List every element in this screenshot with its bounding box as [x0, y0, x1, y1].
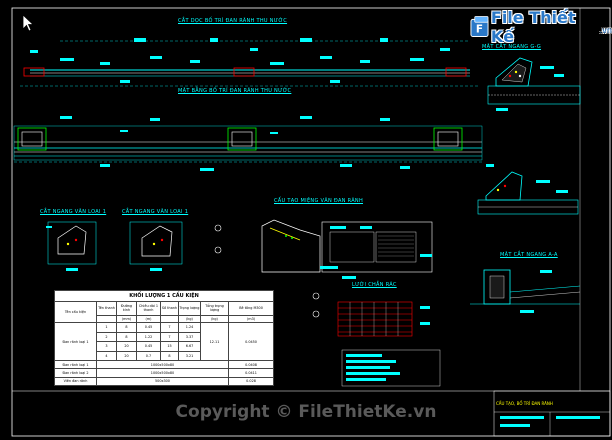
notes-block	[341, 349, 441, 387]
header-cell: Tổng trọng lượng	[200, 300, 229, 316]
title-opening-detail: CẤU TẠO MIỆNG VĂN ĐAN RÃNH	[274, 198, 364, 204]
table-cell: 1.24	[178, 322, 201, 333]
table-cell: 8	[116, 331, 137, 343]
title-cross-section-l1b: CẮT NGANG VĂN LOẠI 1	[122, 209, 189, 215]
concrete-volume: 0.0450	[227, 322, 275, 362]
quantity-table-title: KHỐI LƯỢNG 1 CẤU KIỆN	[53, 290, 275, 302]
section-gg	[487, 57, 581, 111]
table-cell: 3.37	[178, 331, 201, 343]
table-cell: 3	[96, 341, 117, 352]
svg-text:F: F	[476, 24, 483, 36]
table-row-label: Đan rãnh loại 2	[54, 368, 97, 378]
header-cell: Chiều dài 1 thanh	[136, 300, 161, 316]
plan-view	[13, 116, 483, 171]
table-cell: 0.45	[136, 322, 161, 333]
folder-logo-icon: F	[470, 16, 489, 37]
header-cell: Trọng lượng	[178, 300, 201, 316]
cross-section-type1-left	[46, 221, 97, 271]
quantity-table: KHỐI LƯỢNG 1 CẤU KIỆN Tên cấu kiện Tên t…	[53, 290, 275, 387]
filethietke-logo: F File Thiết Kế .vn	[470, 8, 612, 46]
header-cell: Số thanh	[160, 300, 179, 316]
group-label: Đan rãnh loại 1	[54, 322, 97, 362]
header-cell: Tên thanh	[96, 300, 117, 316]
table-cell: 0.7	[136, 350, 161, 362]
table-row-concrete: 0.0411	[227, 368, 275, 378]
table-cell: 20	[116, 341, 137, 352]
total-weight: 12.11	[200, 322, 229, 362]
unit-cell: (m)	[136, 314, 161, 324]
title-plan-view: MẶT BẰNG BỐ TRÍ ĐAN RÃNH THU NƯỚC	[178, 88, 292, 94]
table-cell: 15	[160, 341, 179, 352]
title-cross-section-l1: CẮT NGANG VĂN LOẠI 1	[40, 209, 107, 215]
table-cell: 7	[160, 322, 179, 333]
table-row-concrete: 0.028	[227, 376, 275, 387]
table-cell: 0.45	[136, 341, 161, 352]
copyright-watermark: Copyright © FileThietKe.vn	[175, 402, 437, 422]
unit-cell: (kg)	[200, 314, 229, 324]
table-row-value: 1000x500x80	[96, 360, 229, 370]
table-row-label: Viên đan rãnh	[54, 376, 97, 387]
longitudinal-section	[20, 38, 480, 87]
table-cell: 20	[116, 350, 137, 362]
table-row-value: 500x300	[96, 376, 229, 387]
table-cell: 1.22	[136, 331, 161, 343]
unit-cell	[96, 314, 117, 324]
table-cell: 1	[96, 322, 117, 333]
title-section-aa: MẶT CẮT NGANG A-A	[500, 252, 558, 258]
unit-cell: (mm)	[116, 314, 137, 324]
unit-cell: (kg)	[178, 314, 201, 324]
table-cell: 7	[160, 331, 179, 343]
opening-detail	[214, 219, 433, 279]
header-cell: Tên cấu kiện	[54, 300, 97, 324]
mouse-cursor-icon	[22, 14, 34, 32]
drawing-frame	[11, 7, 611, 437]
cross-section-type1-right	[129, 221, 183, 271]
table-cell: 4	[96, 350, 117, 362]
table-row-concrete: 0.0408	[227, 360, 275, 370]
title-longitudinal-section: CẮT DỌC BỐ TRÍ ĐAN RÃNH THU NƯỚC	[178, 18, 288, 24]
title-block-text: CẤU TẠO, BỐ TRÍ ĐAN RÃNH	[496, 401, 553, 406]
trash-grate-mesh	[312, 292, 430, 337]
title-block	[493, 390, 611, 437]
unit-cell	[160, 314, 179, 324]
table-cell: 8	[116, 322, 137, 333]
table-row-label: Đan rãnh loại 1	[54, 360, 97, 370]
table-cell: 8	[160, 350, 179, 362]
table-cell: 6.67	[178, 341, 201, 352]
table-row-value: 1000x500x80	[96, 368, 229, 378]
table-cell: 3.21	[178, 350, 201, 362]
logo-domain: .vn	[599, 25, 612, 35]
logo-wordmark: File Thiết Kế	[490, 8, 576, 46]
header-cell: Đường kính	[116, 300, 137, 316]
section-aa	[470, 269, 581, 313]
header-cell: Bê tông M300	[227, 300, 275, 316]
title-section-gg: MẶT CẮT NGANG G-G	[482, 44, 542, 50]
section-mid-right	[477, 164, 579, 215]
table-cell: 2	[96, 331, 117, 343]
unit-cell: (m3)	[227, 314, 275, 324]
title-mesh: LƯỚI CHẮN RÁC	[352, 282, 397, 288]
